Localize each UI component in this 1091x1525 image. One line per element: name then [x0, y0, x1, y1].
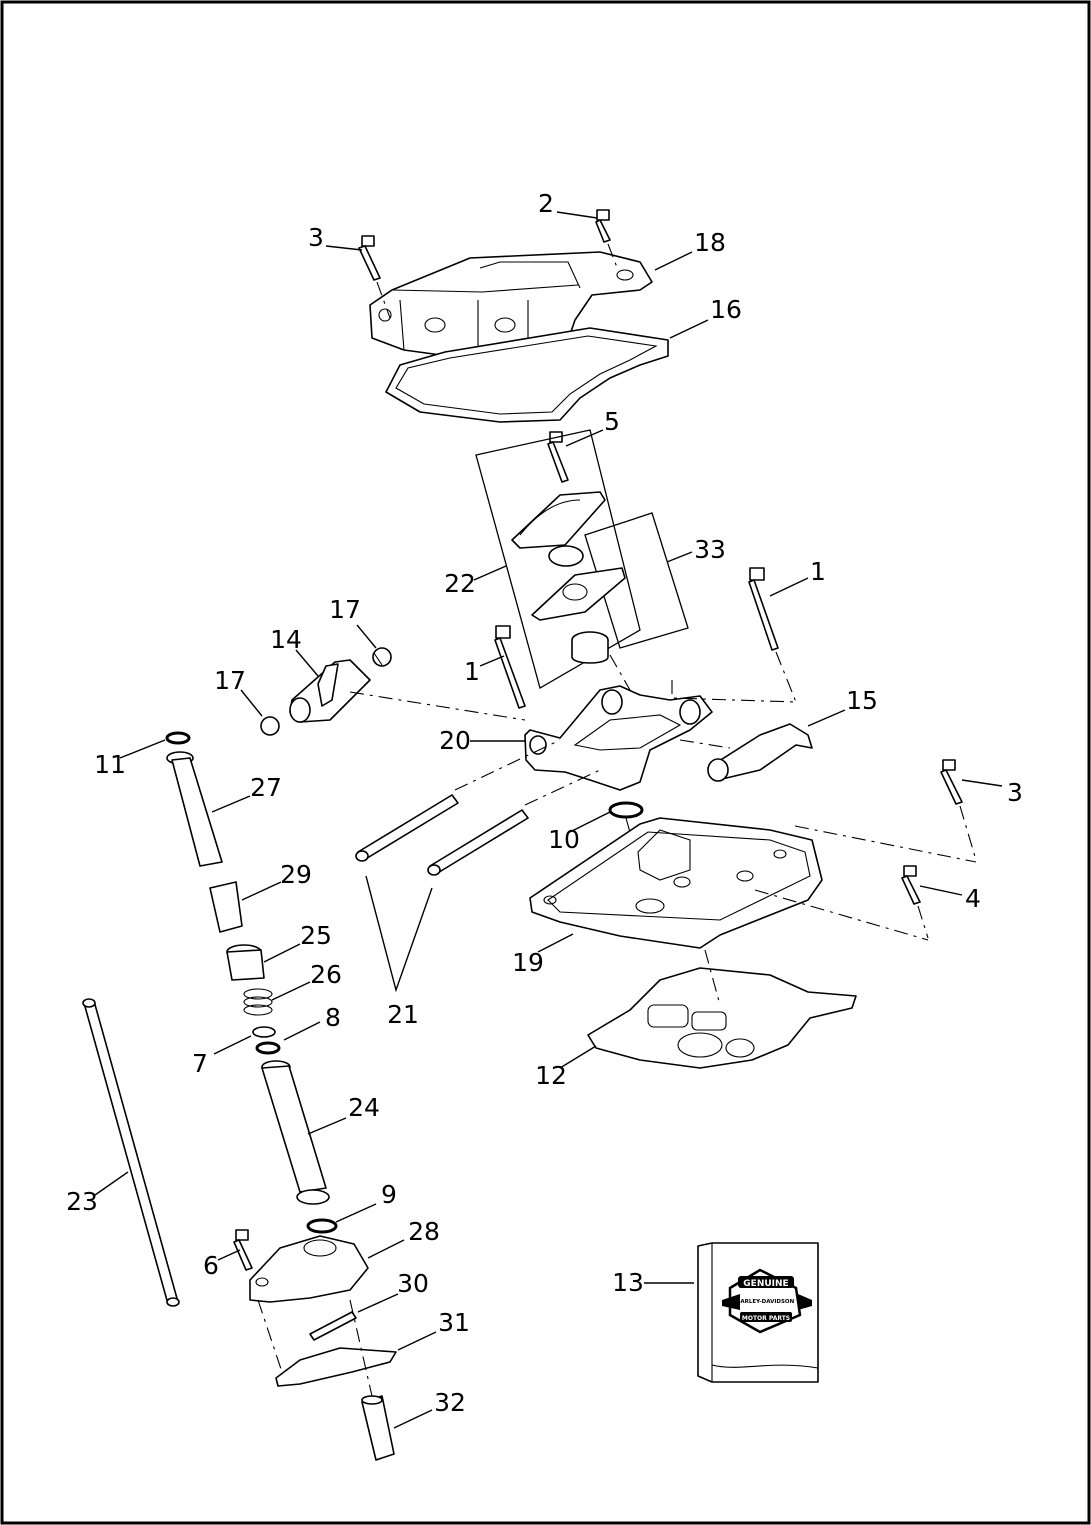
bolt-path-3 — [794, 825, 977, 863]
o-ring-9 — [306, 1218, 338, 1234]
rocker-cover — [369, 251, 653, 369]
washer-7 — [252, 1026, 276, 1038]
breather-frame-22 — [475, 429, 641, 689]
rocker-housing — [529, 817, 823, 949]
housing-gasket — [587, 967, 857, 1069]
callout-25: 25 — [300, 921, 332, 950]
pushrod-cover-upper-27 — [166, 751, 223, 867]
callout-23: 23 — [66, 1187, 98, 1216]
callout-1-right: 1 — [810, 557, 826, 586]
callout-numbers: 2 3 18 16 5 33 1 22 17 14 1 17 15 20 11 … — [66, 189, 1023, 1417]
shaft-line-14 — [349, 691, 526, 721]
shaft-21-right — [427, 809, 529, 876]
bolt-6 — [233, 1229, 253, 1271]
callout-16: 16 — [710, 295, 742, 324]
callout-11: 11 — [94, 750, 126, 779]
bolt-1-right — [748, 567, 797, 703]
bolt-2 — [595, 209, 619, 271]
callout-8: 8 — [325, 1003, 341, 1032]
callout-22: 22 — [444, 569, 476, 598]
pushrod-23 — [82, 998, 180, 1307]
shaft-21-left — [355, 794, 459, 862]
callout-28: 28 — [408, 1217, 440, 1246]
bolt-3-top — [358, 235, 391, 319]
callout-4: 4 — [965, 884, 981, 913]
rocker-arm-15 — [707, 723, 813, 782]
lifter-path-left — [257, 1299, 283, 1373]
bushing-17-right — [372, 647, 392, 667]
callout-24: 24 — [348, 1093, 380, 1122]
breather-umbrella — [571, 631, 609, 664]
o-ring-10 — [608, 801, 644, 819]
pin-30 — [309, 1311, 357, 1341]
rocker-support — [524, 654, 713, 791]
bushing-17-left — [260, 716, 280, 736]
callout-21: 21 — [387, 1000, 419, 1029]
breather-frame-33 — [584, 512, 689, 649]
callout-32: 32 — [434, 1388, 466, 1417]
shaft-path-21a — [454, 739, 561, 791]
callout-12: 12 — [535, 1061, 567, 1090]
callout-18: 18 — [694, 228, 726, 257]
lifter-path-right — [349, 1299, 373, 1397]
rocker-cover-gasket — [385, 327, 669, 423]
callout-7: 7 — [192, 1049, 208, 1078]
callout-3-top: 3 — [308, 223, 324, 252]
lifter-32 — [361, 1395, 395, 1461]
callout-29: 29 — [280, 860, 312, 889]
callout-30: 30 — [397, 1269, 429, 1298]
bolt-5 — [547, 431, 569, 483]
callout-17-left: 17 — [214, 666, 246, 695]
gasket-path-12 — [704, 949, 721, 1006]
breather-filter — [548, 545, 584, 567]
rocker-arm-14 — [289, 659, 371, 723]
harley-davidson-logo: GENUINE HARLEY-DAVIDSON MOTOR PARTS — [722, 1268, 812, 1334]
pushrod-cover-middle-29 — [209, 881, 243, 933]
lifter-cover-28 — [249, 1235, 369, 1303]
logo-top-text: GENUINE — [743, 1279, 788, 1289]
o-ring-11 — [165, 731, 191, 745]
callout-19: 19 — [512, 948, 544, 977]
spring-26 — [243, 988, 273, 1016]
callout-6: 6 — [203, 1251, 219, 1280]
spring-cap-25 — [226, 944, 265, 981]
genuine-parts-box: GENUINE HARLEY-DAVIDSON MOTOR PARTS — [697, 1242, 819, 1383]
callout-26: 26 — [310, 960, 342, 989]
callout-17-right: 17 — [329, 595, 361, 624]
shaft-line-15 — [679, 739, 731, 749]
logo-middle-text: HARLEY-DAVIDSON — [736, 1299, 795, 1305]
bolt-3-right — [940, 759, 977, 861]
bolt-1-left — [494, 625, 526, 709]
leader-lines — [94, 211, 1003, 1429]
breather-cover — [511, 491, 606, 549]
bolt-path-4 — [754, 889, 929, 941]
logo-bottom-text: MOTOR PARTS — [742, 1315, 790, 1322]
callout-10: 10 — [548, 825, 580, 854]
callout-14: 14 — [270, 625, 302, 654]
shaft-path-21b — [524, 769, 601, 806]
callout-20: 20 — [439, 726, 471, 755]
callout-13: 13 — [612, 1268, 644, 1297]
o-ring-8 — [255, 1041, 281, 1055]
callout-5: 5 — [604, 407, 620, 436]
pushrod-cover-lower-24 — [261, 1060, 330, 1205]
breather-plate — [531, 567, 626, 621]
bolt-path-1 — [671, 680, 797, 703]
callout-9: 9 — [381, 1180, 397, 1209]
lifter-gasket-31 — [275, 1347, 397, 1387]
callout-33: 33 — [694, 535, 726, 564]
callout-27: 27 — [250, 773, 282, 802]
callout-3-right: 3 — [1007, 778, 1023, 807]
callout-2: 2 — [538, 189, 554, 218]
callout-1-left: 1 — [464, 657, 480, 686]
bolt-4 — [901, 865, 929, 939]
callout-31: 31 — [438, 1308, 470, 1337]
callout-15: 15 — [846, 686, 878, 715]
